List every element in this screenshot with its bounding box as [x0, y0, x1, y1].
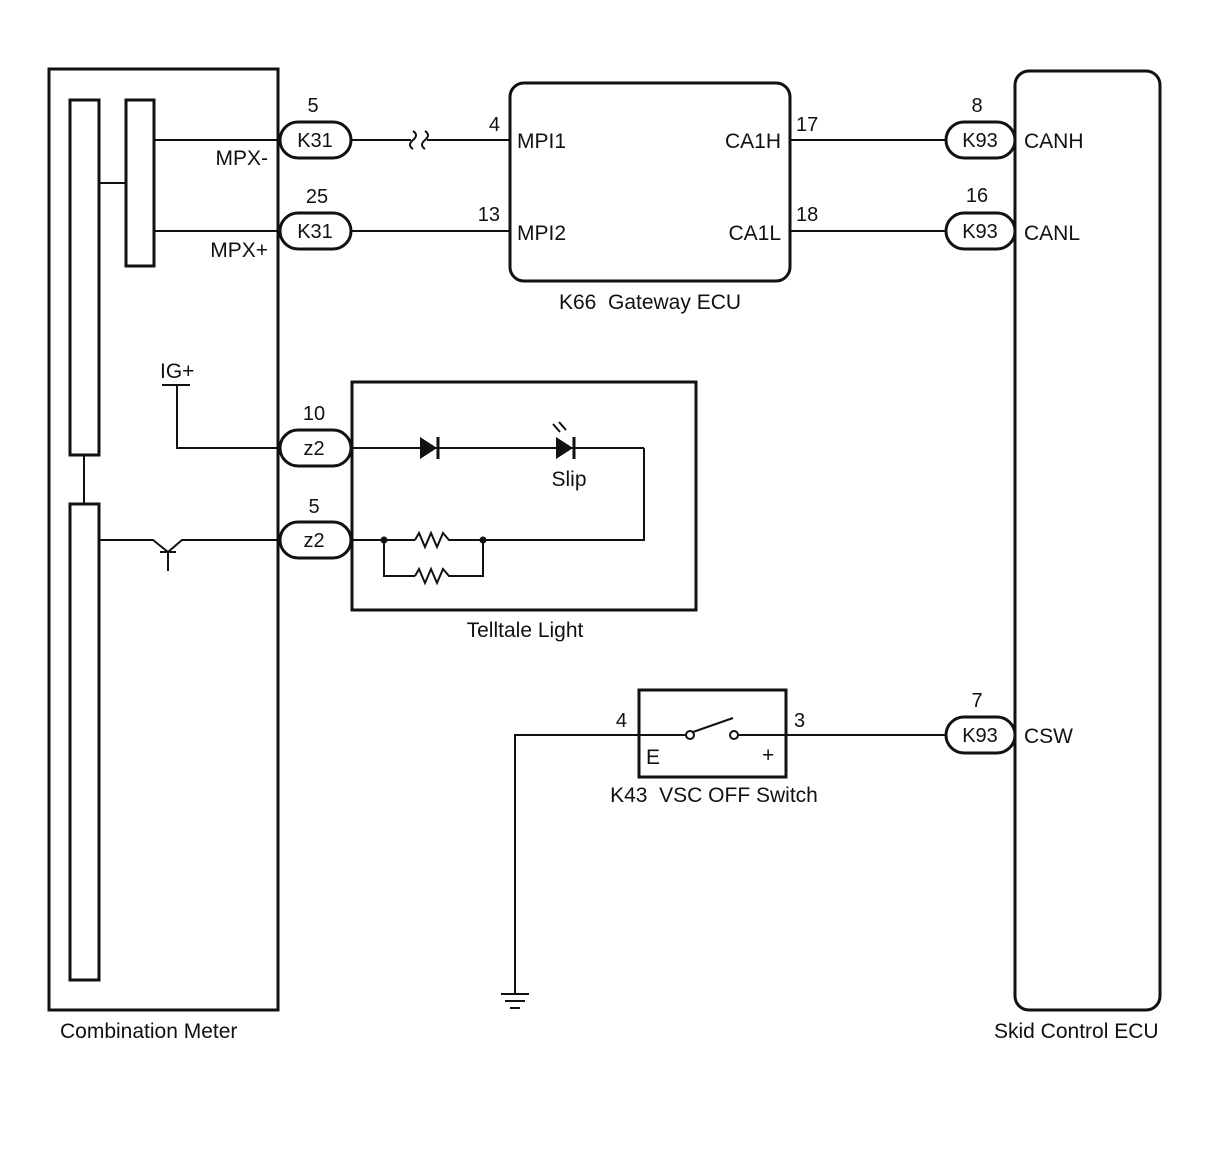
resistor-icon — [414, 530, 483, 550]
switch-terminal-e: E — [646, 746, 660, 769]
transistor-symbol — [99, 539, 280, 571]
connector-k93-pin16: K93 16 — [944, 185, 1017, 251]
gateway-pin-mpi1-number: 4 — [489, 114, 500, 136]
combination-meter-label: Combination Meter — [60, 1020, 237, 1043]
skid-control-ecu-box — [1013, 69, 1162, 1012]
ig-plus-label: IG+ — [160, 360, 194, 383]
connector-code: K31 — [297, 130, 333, 152]
slip-lamp-label: Slip — [551, 468, 586, 491]
gateway-pin-ca1l-number: 18 — [796, 204, 818, 226]
switch-pin-plus-number: 3 — [794, 710, 805, 732]
telltale-light-label: Telltale Light — [467, 619, 584, 642]
mpx-minus-label: MPX- — [216, 147, 269, 170]
skid-control-ecu: CANH CANL CSW Skid Control ECU — [994, 69, 1162, 1043]
connector-k93-pin8: K93 8 — [944, 95, 1017, 160]
switch-terminal-plus: + — [762, 744, 774, 767]
meter-communication-block — [124, 98, 156, 268]
mpx-plus-label: MPX+ — [210, 239, 268, 262]
gateway-pin-mpi1: MPI1 — [517, 130, 566, 153]
vsc-off-switch-label: K43 VSC OFF Switch — [610, 784, 818, 807]
gateway-ecu-label: K66 Gateway ECU — [559, 291, 741, 314]
resistor-icon — [414, 540, 484, 586]
connector-code: z2 — [303, 530, 324, 552]
connector-code: z2 — [303, 438, 324, 460]
gateway-pin-mpi2-number: 13 — [478, 204, 500, 226]
vsc-off-switch-box — [637, 688, 788, 779]
vsc-off-switch: E + K43 VSC OFF Switch — [610, 688, 818, 807]
meter-internal-bar-lower — [68, 502, 101, 982]
diode-icon — [420, 437, 440, 459]
connector-pin-number: 8 — [971, 95, 982, 117]
skid-pin-csw: CSW — [1024, 725, 1073, 748]
skid-control-ecu-label: Skid Control ECU — [994, 1020, 1159, 1043]
telltale-light: Slip Telltale Light — [350, 380, 698, 642]
switch-contact-icon — [692, 717, 734, 733]
connector-code: K93 — [962, 221, 998, 243]
gateway-pin-mpi2: MPI2 — [517, 222, 566, 245]
ig-plus-terminal: IG+ — [160, 360, 280, 449]
connector-pin-number: 25 — [306, 186, 328, 208]
connector-k31-pin5: K31 5 — [278, 95, 353, 160]
combination-meter: Combination Meter MPX- MPX+ — [47, 67, 280, 1043]
telltale-light-box — [350, 380, 698, 612]
skid-pin-canh: CANH — [1024, 130, 1084, 153]
meter-internal-bar-upper — [68, 98, 101, 457]
gateway-pin-ca1h-number: 17 — [796, 114, 818, 136]
switch-pin-e-number: 4 — [616, 710, 627, 732]
connector-code: K31 — [297, 221, 333, 243]
connector-pin-number: 7 — [971, 690, 982, 712]
connector-z2-pin5: z2 5 — [278, 496, 353, 560]
wire-break-symbol — [409, 130, 417, 150]
connector-pin-number: 10 — [303, 403, 325, 425]
skid-pin-canl: CANL — [1024, 222, 1080, 245]
connector-pin-number: 16 — [966, 185, 988, 207]
led-icon — [552, 421, 576, 459]
connector-k93-pin7: K93 7 — [944, 690, 1017, 755]
connector-z2-pin10: z2 10 — [278, 403, 353, 468]
gateway-pin-ca1h: CA1H — [725, 130, 781, 153]
gateway-ecu-box — [508, 81, 792, 283]
connector-pin-number: 5 — [307, 95, 318, 117]
connector-code: K93 — [962, 130, 998, 152]
gateway-pin-ca1l: CA1L — [728, 222, 781, 245]
connector-k31-pin25: K31 25 — [278, 186, 353, 251]
ground-icon — [501, 993, 529, 1009]
connector-pin-number: 5 — [308, 496, 319, 518]
gateway-ecu: MPI1 MPI2 CA1H CA1L K66 Gateway ECU — [508, 81, 792, 314]
connector-code: K93 — [962, 725, 998, 747]
